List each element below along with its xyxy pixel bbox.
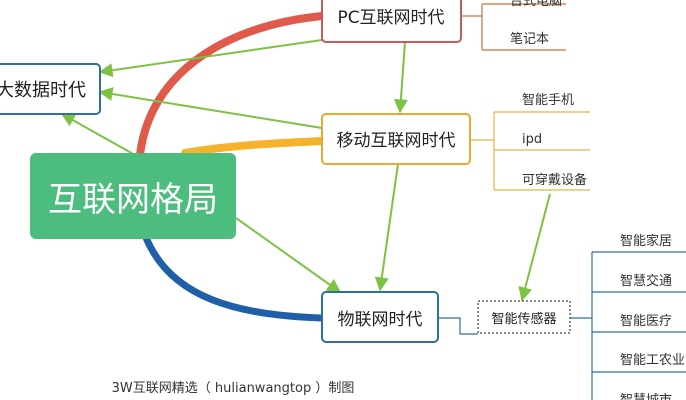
sensor-items-connector [570, 251, 686, 400]
arrow-wearable-to-sensor [518, 193, 551, 302]
mobile-item-smartphone: 智能手机 [522, 93, 574, 108]
node-root-label: 互联网格局 [48, 180, 218, 220]
node-big-data-label: 大数据时代 [0, 80, 86, 101]
node-root [30, 153, 236, 239]
branch-red [136, 12, 326, 159]
mobile-leaf-connector [470, 111, 590, 191]
node-pc-label: PC互联网时代 [337, 8, 444, 28]
pc-leaf-connector [461, 3, 566, 51]
arrow-root-to-iot [235, 217, 342, 293]
arrow-mobile-to-iot [374, 163, 399, 292]
node-sensor-label: 智能传感器 [491, 311, 556, 327]
pc-item-desktop: 台式电脑 [510, 0, 562, 9]
node-sensor [477, 300, 571, 334]
arrow-pc-to-bigdata [98, 39, 323, 78]
smart-item-traffic: 智慧交通 [620, 273, 672, 289]
smart-item-home: 智能家居 [620, 233, 672, 249]
branch-blue [141, 231, 326, 322]
mobile-item-wearable: 可穿戴设备 [522, 172, 587, 188]
arrow-mobile-to-bigdata [98, 87, 323, 129]
node-pc [321, 0, 462, 43]
node-mobile-label: 移动互联网时代 [337, 131, 456, 151]
node-iot-label: 物联网时代 [338, 310, 423, 330]
node-big-data [0, 63, 101, 115]
arrow-root-to-bigdata [60, 113, 136, 156]
iot-sensor-connector [438, 317, 478, 335]
smart-item-medical: 智能医疗 [620, 314, 672, 329]
caption-watermark: 3W互联网精选（ hulianwangtop ）制图 [92, 378, 374, 400]
smart-item-city: 智慧城市 [620, 392, 672, 400]
arrow-pc-to-mobile [393, 41, 408, 114]
branch-yellow [181, 137, 326, 157]
smart-item-agriculture: 智能工农业 [620, 353, 685, 368]
pc-item-laptop: 笔记本 [510, 31, 549, 47]
mobile-item-ipd: ipd [522, 132, 542, 147]
node-iot [321, 291, 439, 343]
node-mobile [321, 113, 471, 165]
